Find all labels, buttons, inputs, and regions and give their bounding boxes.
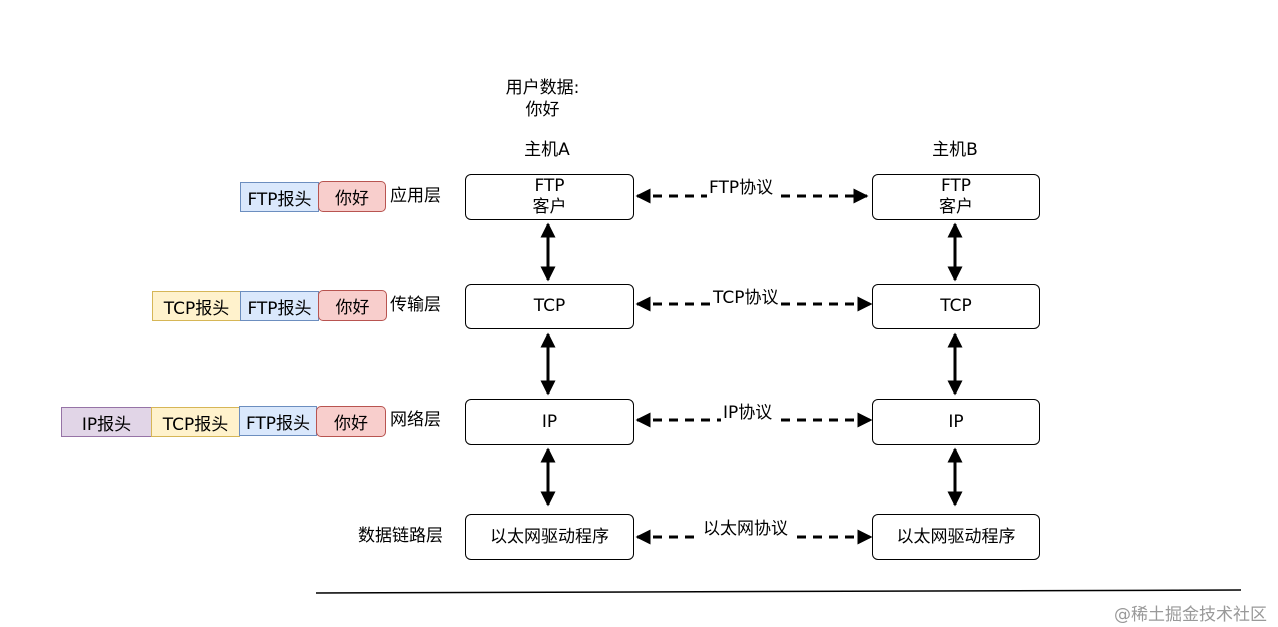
eth-protocol-label: 以太网协议: [701, 519, 790, 539]
ip-protocol-label: IP协议: [721, 403, 775, 423]
network-data-chip: 你好: [316, 406, 386, 437]
network-tcp-header-chip: TCP报头: [151, 407, 240, 437]
tcp-protocol-label: TCP协议: [711, 288, 781, 308]
host-a-ftp-line2: 客户: [532, 197, 567, 217]
user-data-label: 用户数据: 你好: [495, 77, 590, 121]
user-data-line2: 你好: [525, 100, 560, 120]
transport-data-chip: 你好: [318, 290, 387, 321]
host-a-title: 主机A: [524, 140, 570, 160]
host-b-ip: IP: [872, 399, 1040, 445]
host-a-ftp-client: FTP 客户: [465, 174, 634, 220]
app-data-chip: 你好: [318, 181, 386, 212]
network-ip-header-chip: IP报头: [61, 407, 152, 437]
host-b-eth-driver: 以太网驱动程序: [872, 514, 1040, 560]
host-b-title: 主机B: [932, 140, 978, 160]
watermark: @稀土掘金技术社区: [1114, 605, 1267, 625]
layer-label-transport: 传输层: [390, 295, 441, 315]
layer-label-link: 数据链路层: [358, 526, 443, 546]
transport-ftp-header-chip: FTP报头: [240, 291, 319, 321]
host-a-tcp: TCP: [465, 284, 634, 329]
bottom-rule: [315, 589, 1242, 594]
host-a-eth-driver: 以太网驱动程序: [465, 514, 634, 560]
host-b-ftp-client: FTP 客户: [872, 174, 1040, 220]
layer-label-app: 应用层: [390, 186, 441, 206]
user-data-line1: 用户数据:: [505, 78, 580, 98]
host-b-tcp: TCP: [872, 284, 1040, 329]
transport-tcp-header-chip: TCP报头: [152, 291, 241, 321]
app-ftp-header-chip: FTP报头: [240, 182, 319, 212]
host-a-ip: IP: [465, 399, 634, 445]
network-ftp-header-chip: FTP报头: [239, 406, 317, 436]
host-b-ftp-line2: 客户: [939, 197, 973, 217]
host-b-ftp-line1: FTP: [940, 176, 972, 196]
layer-label-network: 网络层: [390, 410, 441, 430]
host-a-ftp-line1: FTP: [534, 176, 565, 196]
ftp-protocol-label: FTP协议: [707, 178, 776, 198]
